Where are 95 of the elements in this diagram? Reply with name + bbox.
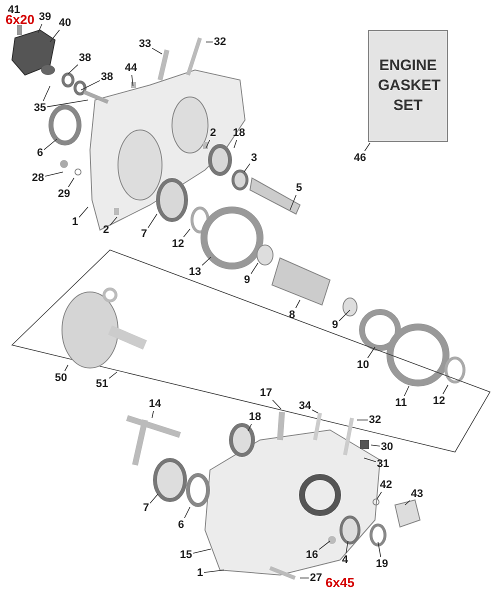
callout-number: 33 <box>138 38 152 50</box>
callout-number: 18 <box>232 127 246 139</box>
callout-number: 7 <box>140 228 148 240</box>
callout-number: 32 <box>368 414 382 426</box>
leader-line <box>50 30 60 42</box>
leader-line <box>404 500 410 506</box>
leader-line <box>272 400 282 410</box>
leader-line <box>184 506 190 518</box>
callout-number: 15 <box>180 549 192 561</box>
leader-line <box>290 194 297 210</box>
leader-line <box>318 540 330 550</box>
callout-number: 40 <box>58 17 72 29</box>
callout-number: 1 <box>72 216 78 228</box>
callout-number: 8 <box>288 309 296 321</box>
callout-number: 46 <box>354 152 366 164</box>
callout-number: 9 <box>244 274 250 286</box>
leader-line <box>42 86 50 102</box>
leader-line <box>404 386 410 396</box>
leader-line <box>44 172 64 177</box>
leader-line <box>68 178 74 188</box>
callout-number: 39 <box>38 11 52 23</box>
leader-line <box>152 48 162 54</box>
callout-number: 38 <box>78 52 92 64</box>
leader-line <box>234 140 238 148</box>
callout-number: 4 <box>342 554 348 566</box>
callout-number: 43 <box>410 488 424 500</box>
callout-number: 42 <box>380 479 392 491</box>
callout-number: 51 <box>96 378 108 390</box>
callout-number: 12 <box>172 238 184 250</box>
leader-line <box>78 206 88 218</box>
callout-number: 30 <box>380 441 394 453</box>
callout-number: 12 <box>432 395 446 407</box>
leader-line <box>192 548 212 554</box>
leader-line <box>38 24 42 34</box>
leader-line <box>204 570 224 573</box>
leader-line <box>80 80 100 90</box>
callout-number: 31 <box>376 458 390 470</box>
leader-line <box>131 74 134 86</box>
card-title: ENGINE GASKET SET <box>378 56 438 116</box>
callout-number: 27 <box>310 572 322 584</box>
callout-number: 5 <box>296 182 302 194</box>
callout-number: 34 <box>298 400 312 412</box>
callout-number: 6 <box>36 147 44 159</box>
callout-number: 9 <box>332 319 338 331</box>
leader-line <box>442 384 448 394</box>
leader-line <box>64 364 68 372</box>
leader-line <box>364 142 370 152</box>
callout-number: 14 <box>148 398 162 410</box>
leader-line <box>312 409 318 414</box>
leader-line <box>364 458 376 462</box>
callout-number: 50 <box>54 372 68 384</box>
callout-number: 17 <box>260 387 272 399</box>
leader-line <box>338 310 350 322</box>
leader-line <box>244 163 250 172</box>
callout-number: 29 <box>58 188 70 200</box>
callout-number: 41 <box>8 4 20 16</box>
callout-number: 44 <box>124 62 138 74</box>
bolt-size-note: 6x20 <box>6 13 34 27</box>
gasket-set-card <box>368 30 448 142</box>
callout-number: 19 <box>376 558 388 570</box>
leader-line <box>108 372 118 379</box>
callout-number: 11 <box>395 397 407 409</box>
leader-line <box>183 228 190 238</box>
leader-line <box>110 216 118 226</box>
callout-number: 7 <box>142 502 150 514</box>
leader-line <box>46 100 88 108</box>
leader-line <box>202 256 212 266</box>
leader-line <box>378 542 382 558</box>
callout-number: 10 <box>356 359 370 371</box>
callout-number: 28 <box>32 172 44 184</box>
leader-line <box>44 138 58 150</box>
callout-number: 1 <box>196 567 204 579</box>
callout-number: 6 <box>178 519 184 531</box>
leader-line <box>370 444 380 446</box>
leader-line <box>152 410 154 418</box>
leader-line <box>150 494 158 504</box>
leader-line <box>346 540 348 554</box>
leader-line <box>68 64 78 74</box>
callout-number: 3 <box>250 152 258 164</box>
callout-number: 35 <box>34 102 46 114</box>
callout-number: 2 <box>102 224 110 236</box>
leader-line <box>250 262 258 274</box>
leader-line <box>376 492 382 500</box>
leader-line <box>248 424 252 432</box>
callout-number: 32 <box>214 36 226 48</box>
callout-number: 18 <box>248 411 262 423</box>
bolt-size-note: 6x45 <box>326 576 354 590</box>
callout-number: 2 <box>210 127 216 139</box>
leader-line <box>206 140 210 148</box>
leader-line <box>148 214 158 228</box>
leader-line <box>367 346 376 358</box>
leader-line <box>295 300 300 308</box>
callout-number: 16 <box>306 549 318 561</box>
callout-number: 38 <box>100 71 114 83</box>
callout-number: 13 <box>188 266 202 278</box>
